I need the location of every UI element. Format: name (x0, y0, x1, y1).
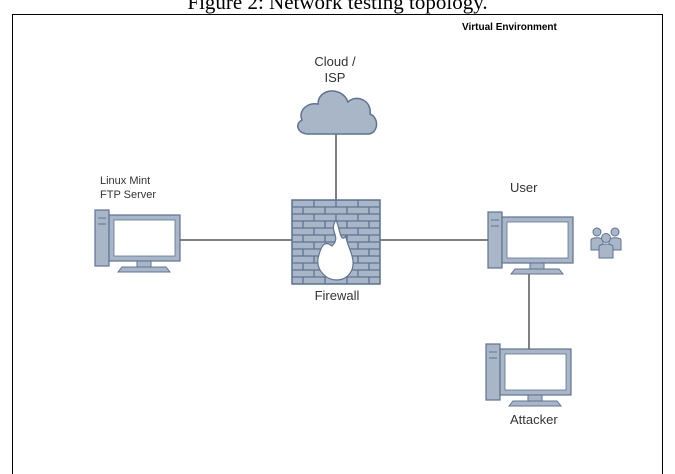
server-label-line2: FTP Server (100, 189, 157, 201)
environment-label: Virtual Environment (462, 22, 557, 33)
attacker-computer-icon (485, 343, 572, 407)
attacker-label: Attacker (510, 412, 558, 427)
connection-lines (180, 134, 530, 349)
server-computer-icon (94, 209, 181, 273)
figure-caption: Figure 2: Network testing topology. (187, 0, 488, 14)
user-computer-icon (487, 211, 574, 275)
users-group-icon (590, 227, 622, 259)
cloud-icon (297, 90, 378, 135)
diagram-frame (12, 14, 663, 474)
firewall-icon (291, 199, 381, 285)
user-label: User (510, 180, 538, 195)
cloud-label: Cloud / ISP (300, 54, 370, 86)
server-label-line1: Linux Mint (100, 175, 151, 187)
cloud-label-line2: ISP (324, 70, 346, 85)
cloud-label-line1: Cloud / (314, 54, 356, 69)
server-label: Linux Mint FTP Server (100, 174, 156, 202)
firewall-label: Firewall (314, 288, 360, 303)
